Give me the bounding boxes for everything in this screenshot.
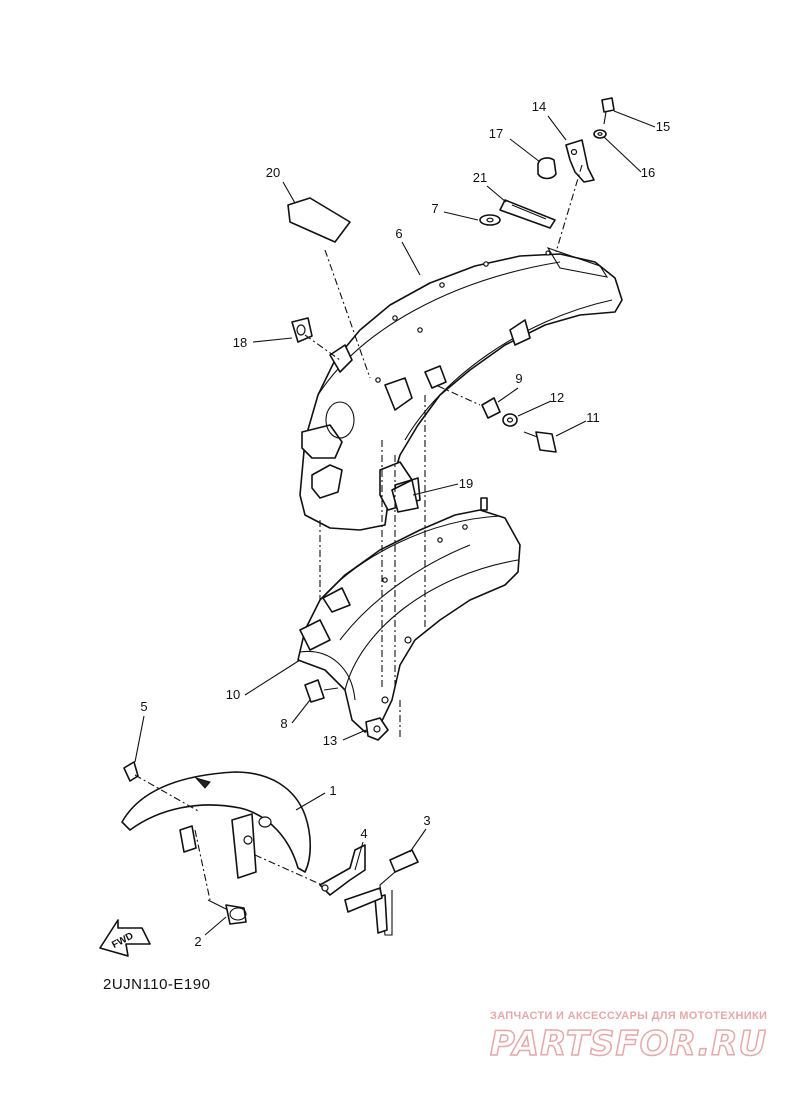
bolt-2-part xyxy=(207,899,247,925)
callout-number-14: 14 xyxy=(532,99,546,114)
leader-line-19 xyxy=(412,483,459,496)
cap-nut-17-part xyxy=(537,157,557,180)
callout-number-17: 17 xyxy=(489,126,503,141)
callout-number-8: 8 xyxy=(280,716,287,731)
bracket-3-part xyxy=(344,849,419,936)
bolt-15-part xyxy=(601,97,615,125)
callout-number-3: 3 xyxy=(423,813,430,828)
leader-line-12 xyxy=(517,400,552,417)
callout-number-20: 20 xyxy=(266,165,280,180)
fwd-arrow-icon: FWD xyxy=(99,919,151,957)
callout-number-11: 11 xyxy=(586,410,600,425)
leader-line-1 xyxy=(295,792,326,811)
leader-line-10 xyxy=(244,659,301,696)
washer-12-part xyxy=(502,413,518,427)
leader-line-3 xyxy=(409,828,427,853)
leader-line-15 xyxy=(613,110,656,128)
bracket-14-part xyxy=(565,139,595,183)
assembly-lines xyxy=(134,164,583,901)
damper-9-part xyxy=(481,397,501,419)
leader-line-6 xyxy=(401,241,421,276)
leader-line-21 xyxy=(486,185,507,203)
callout-number-2: 2 xyxy=(194,934,201,949)
bolt-11-part xyxy=(523,431,557,453)
leader-line-14 xyxy=(547,115,567,141)
callout-number-4: 4 xyxy=(360,826,367,841)
callout-number-16: 16 xyxy=(641,165,655,180)
callout-number-18: 18 xyxy=(233,335,247,350)
callout-number-13: 13 xyxy=(323,733,337,748)
inner-fender-part xyxy=(297,497,521,733)
callout-number-7: 7 xyxy=(431,201,438,216)
leader-line-11 xyxy=(555,420,587,437)
callout-number-21: 21 xyxy=(473,170,487,185)
reflector-19-part xyxy=(391,479,419,513)
callout-number-6: 6 xyxy=(395,226,402,241)
callout-number-19: 19 xyxy=(459,476,473,491)
leader-line-9 xyxy=(497,387,519,403)
clip-5-part xyxy=(123,761,139,782)
callout-number-12: 12 xyxy=(550,390,564,405)
callout-number-10: 10 xyxy=(226,687,240,702)
leader-line-7 xyxy=(443,211,479,221)
leader-line-5 xyxy=(134,715,145,763)
front-fender-part xyxy=(121,771,312,879)
callout-number-15: 15 xyxy=(656,119,670,134)
washer-16-part xyxy=(593,129,607,139)
watermark-logo: PARTSFOR.RU xyxy=(489,1023,768,1065)
leader-line-13 xyxy=(342,729,367,741)
leader-line-17 xyxy=(509,138,541,163)
leader-line-20 xyxy=(282,181,296,204)
leader-line-2 xyxy=(204,916,227,936)
emblem-21-part xyxy=(499,199,556,229)
leader-line-18 xyxy=(252,337,293,343)
leader-line-4 xyxy=(354,841,364,871)
bolt-8-part xyxy=(304,679,339,703)
callout-number-1: 1 xyxy=(329,783,336,798)
diagram-code: 2UJN110-E190 xyxy=(103,976,211,993)
nut-13-part xyxy=(365,717,389,741)
label-20-part xyxy=(287,197,351,243)
callout-number-5: 5 xyxy=(140,699,147,714)
callout-number-9: 9 xyxy=(515,371,522,386)
leader-line-16 xyxy=(603,136,642,173)
leader-line-8 xyxy=(291,699,311,724)
washer-7-part xyxy=(479,214,501,226)
watermark-tagline: ЗАПЧАСТИ И АКСЕССУАРЫ ДЛЯ МОТОТЕХНИКИ xyxy=(490,1010,768,1022)
